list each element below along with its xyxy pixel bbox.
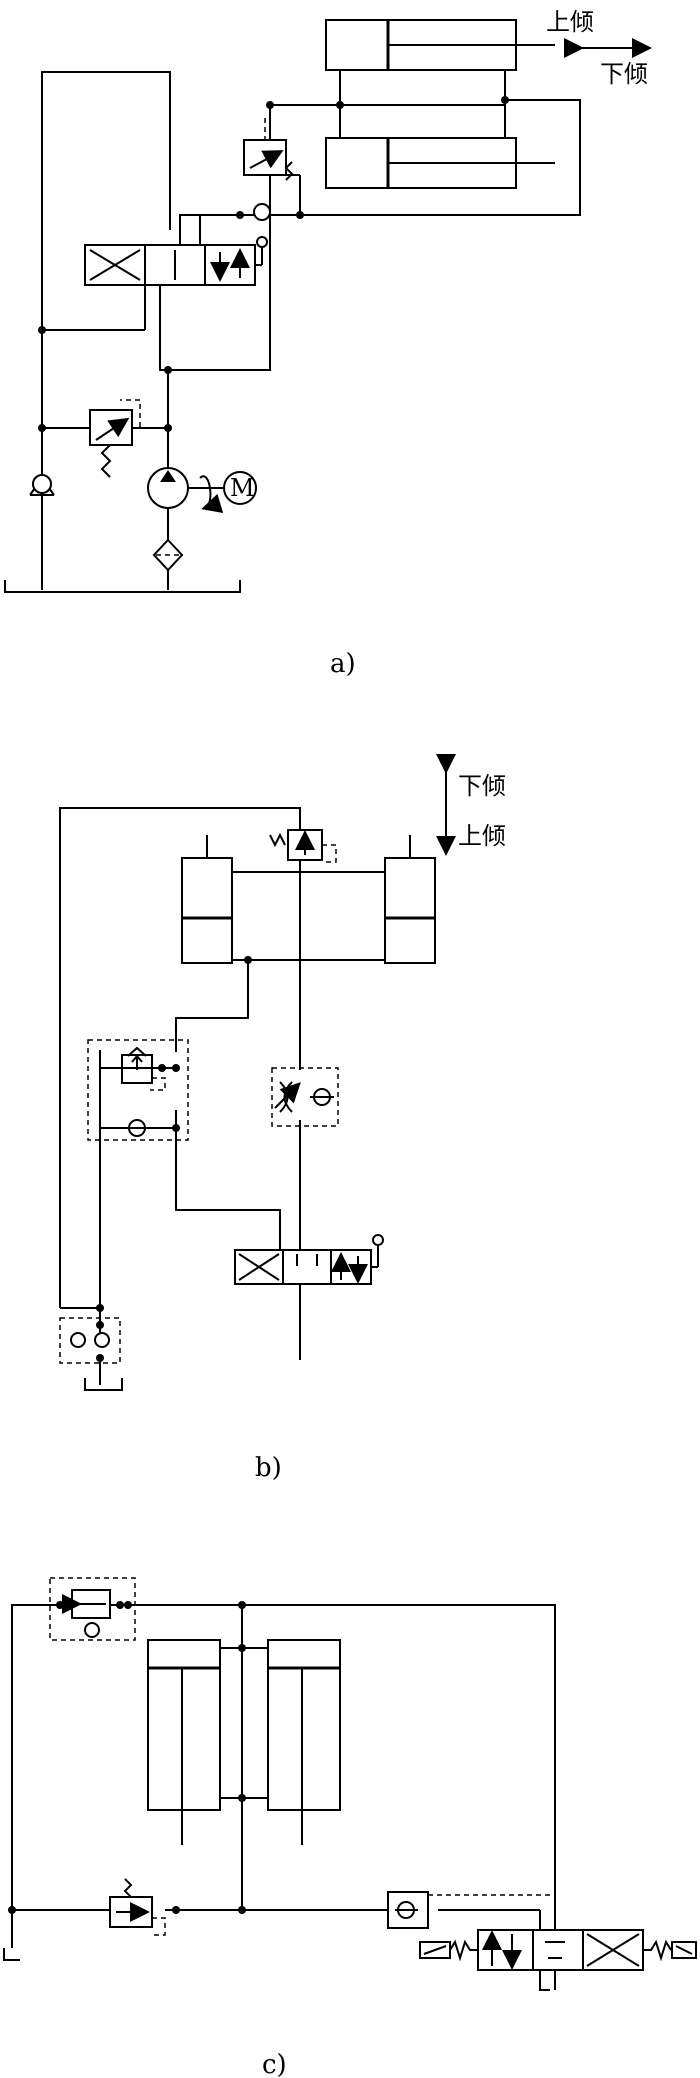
label-b-down-tilt: 下倾	[458, 772, 506, 800]
directional-valve-b[interactable]	[234, 1234, 384, 1285]
junction-dots-a	[38, 96, 509, 432]
pipe-a-left-loop	[41, 71, 171, 230]
label-a-up-tilt: 上倾	[546, 8, 594, 36]
tank-a	[4, 580, 241, 593]
cylinder-b-right	[384, 835, 436, 964]
circuit-c: c)	[3, 1577, 697, 2078]
check-pair-b	[59, 1317, 123, 1391]
cylinder-c-right	[267, 1639, 341, 1845]
cylinder-a-upper	[325, 19, 555, 71]
circuit-b: 下倾 上倾	[59, 754, 506, 1483]
tank-c	[3, 1948, 20, 1961]
circuit-a: 上倾 下倾	[4, 8, 652, 679]
directional-valve-c[interactable]	[419, 1929, 697, 1991]
cylinder-b-left	[181, 835, 233, 964]
throttle-check-valve-b	[271, 1067, 339, 1127]
check-valve-a-return	[29, 474, 55, 496]
motor-label-a: M	[230, 474, 255, 502]
directional-valve-a[interactable]	[84, 236, 268, 286]
relief-block-c-top	[49, 1577, 136, 1641]
pipe-b-outer	[59, 807, 301, 1308]
relief-check-block-b	[87, 1039, 189, 1141]
caption-a: a)	[330, 649, 356, 679]
relief-valve-c-main	[109, 1878, 166, 1936]
relief-valve-a-main	[42, 399, 168, 478]
filter-a	[152, 508, 184, 590]
cylinder-c-left	[147, 1639, 221, 1845]
cylinder-a-lower	[325, 137, 555, 189]
label-a-down-tilt: 下倾	[600, 60, 648, 88]
junction-dots-c	[8, 1601, 246, 1914]
label-b-up-tilt: 上倾	[458, 822, 506, 850]
pipe-a-to-cylinders	[159, 104, 341, 371]
relief-valve-b-top	[269, 829, 337, 863]
caption-c: c)	[262, 2050, 287, 2078]
caption-b: b)	[255, 1453, 282, 1483]
pilot-check-valve-c	[387, 1891, 555, 1929]
relief-valve-a-top	[243, 118, 294, 221]
pump-motor-a: M	[147, 370, 257, 513]
